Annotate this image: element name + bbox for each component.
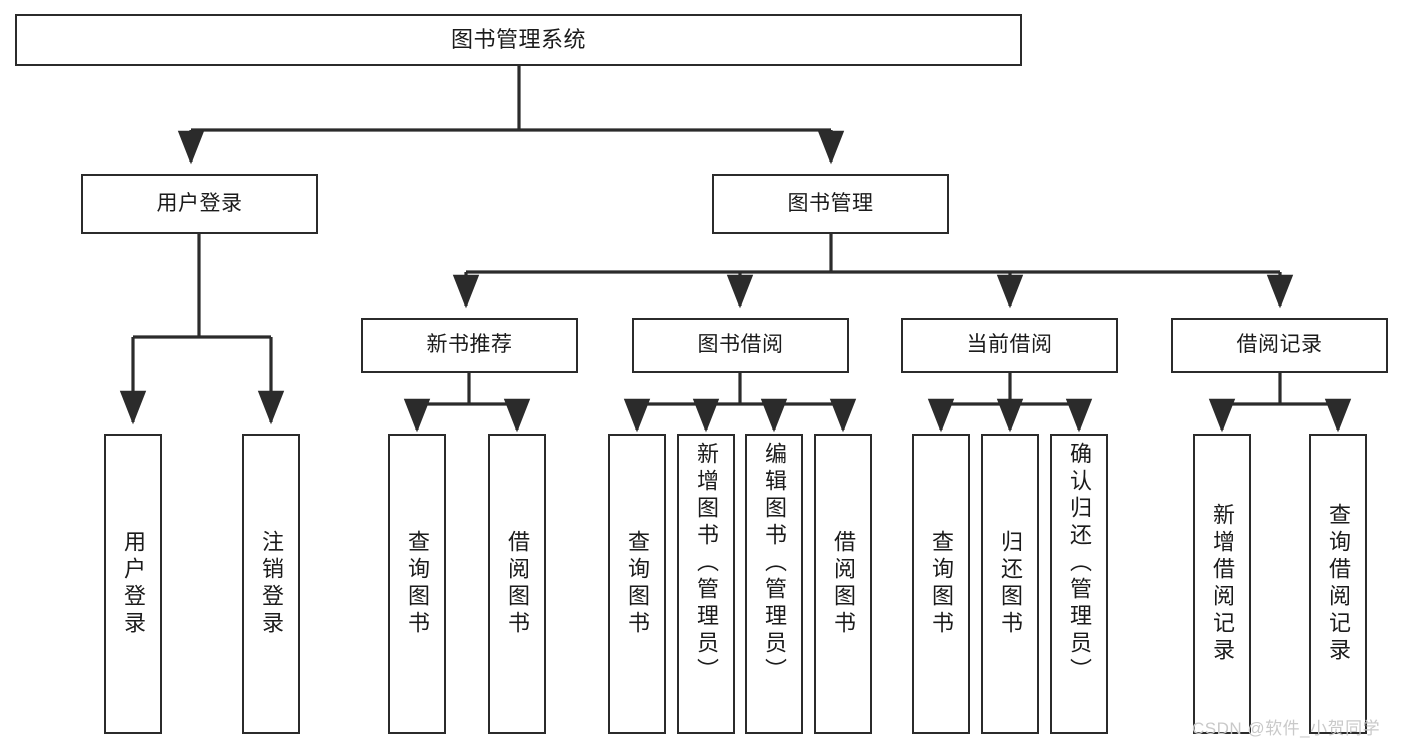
leaf-label: 查询图书 [625, 530, 650, 638]
leaf-label: 编辑图书（管理员） [762, 442, 787, 685]
node-book-management[interactable]: 图书管理 [712, 174, 949, 234]
leaf-borrow-borrow-book[interactable]: 借阅图书 [814, 434, 872, 734]
leaf-borrow-query-book[interactable]: 查询图书 [608, 434, 666, 734]
leaf-borrow-edit-book-admin[interactable]: 编辑图书（管理员） [745, 434, 803, 734]
node-current-borrow-label: 当前借阅 [966, 333, 1053, 357]
csdn-watermark: CSDN @软件_小贺同学 [1192, 719, 1381, 738]
node-current-borrow[interactable]: 当前借阅 [901, 318, 1118, 373]
leaf-borrow-add-book-admin[interactable]: 新增图书（管理员） [677, 434, 735, 734]
leaf-label: 新增图书（管理员） [694, 442, 719, 685]
node-new-book-recommend[interactable]: 新书推荐 [361, 318, 578, 373]
leaf-new-book-query[interactable]: 查询图书 [388, 434, 446, 734]
leaf-user-login-login[interactable]: 用户登录 [104, 434, 162, 734]
node-user-login[interactable]: 用户登录 [81, 174, 318, 234]
node-book-borrow[interactable]: 图书借阅 [632, 318, 849, 373]
leaf-current-confirm-return-admin[interactable]: 确认归还（管理员） [1050, 434, 1108, 734]
leaf-label: 借阅图书 [505, 530, 530, 638]
node-new-book-recommend-label: 新书推荐 [426, 333, 513, 357]
leaf-label: 归还图书 [998, 530, 1023, 638]
leaf-label: 确认归还（管理员） [1067, 442, 1092, 685]
leaf-label: 查询图书 [405, 530, 430, 638]
leaf-label: 注销登录 [259, 530, 284, 638]
node-book-management-label: 图书管理 [787, 191, 874, 215]
node-root-label: 图书管理系统 [450, 27, 586, 53]
leaf-label: 借阅图书 [831, 530, 856, 638]
leaf-label: 新增借阅记录 [1210, 503, 1235, 665]
node-borrow-records-label: 借阅记录 [1236, 333, 1323, 357]
leaf-new-book-borrow[interactable]: 借阅图书 [488, 434, 546, 734]
leaf-current-query-book[interactable]: 查询图书 [912, 434, 970, 734]
leaf-label: 查询借阅记录 [1326, 503, 1351, 665]
leaf-label: 查询图书 [929, 530, 954, 638]
node-borrow-records[interactable]: 借阅记录 [1171, 318, 1388, 373]
node-book-borrow-label: 图书借阅 [697, 333, 784, 357]
leaf-records-add-record[interactable]: 新增借阅记录 [1193, 434, 1251, 734]
leaf-current-return-book[interactable]: 归还图书 [981, 434, 1039, 734]
leaf-records-query-record[interactable]: 查询借阅记录 [1309, 434, 1367, 734]
node-user-login-label: 用户登录 [156, 191, 243, 215]
leaf-user-login-logout[interactable]: 注销登录 [242, 434, 300, 734]
leaf-label: 用户登录 [121, 530, 146, 638]
node-root[interactable]: 图书管理系统 [15, 14, 1022, 66]
